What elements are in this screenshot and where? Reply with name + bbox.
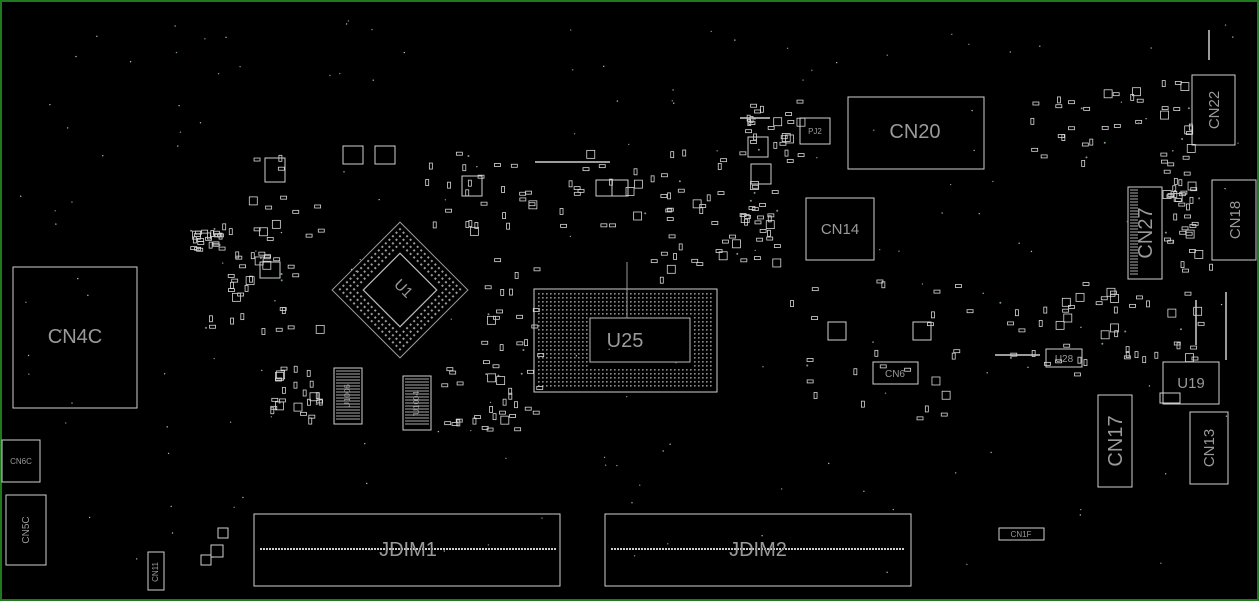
connector-cn6[interactable]: CN6 <box>872 361 919 385</box>
connector-cn13[interactable]: CN13 <box>1189 411 1229 485</box>
u25-label: U25 <box>607 330 644 352</box>
connector-cn22[interactable]: CN22 <box>1191 74 1236 146</box>
cn22-label: CN22 <box>1206 91 1223 129</box>
chip-u28[interactable]: U28 <box>1045 348 1083 368</box>
cn6c-label: CN6C <box>10 457 32 466</box>
cn13-label: CN13 <box>1201 429 1218 467</box>
pj2-label: PJ2 <box>808 127 822 136</box>
cn14-label: CN14 <box>821 221 859 238</box>
connector-cn5c[interactable]: CN5C <box>5 494 47 566</box>
chip-u1006[interactable]: U1006 <box>333 367 363 425</box>
chip-u19[interactable]: U19 <box>1162 361 1220 405</box>
connector-cn6c[interactable]: CN6C <box>1 439 41 483</box>
cn11-label: CN11 <box>151 562 160 582</box>
jdim2-label: JDIM2 <box>729 539 787 561</box>
chip-u25[interactable]: U25 <box>533 262 718 393</box>
cn4c-label: CN4C <box>48 326 102 348</box>
connector-cn18[interactable]: CN18 <box>1211 179 1257 261</box>
u1-ball-grid <box>338 227 462 351</box>
u1-label: U1 <box>390 276 416 302</box>
cn18-label: CN18 <box>1227 201 1244 239</box>
cn27-label: CN27 <box>1135 207 1157 258</box>
u28-label: U28 <box>1055 354 1074 365</box>
dimm-slot-jdim1[interactable]: JDIM1 <box>253 513 561 587</box>
connector-cn11[interactable]: CN11 <box>147 551 165 591</box>
connector-cn4c[interactable]: CN4C <box>12 266 138 409</box>
cn5c-label: CN5C <box>21 516 32 543</box>
jdim1-label: JDIM1 <box>379 539 437 561</box>
connector-cn27[interactable]: CN27 <box>1127 186 1163 280</box>
dimm-slot-jdim2[interactable]: JDIM2 <box>604 513 912 587</box>
small-components <box>19 20 1239 574</box>
u1006-label: U1006 <box>343 384 352 408</box>
connector-cn20[interactable]: CN20 <box>847 96 985 170</box>
u19-label: U19 <box>1177 375 1205 392</box>
cn1f-label: CN1F <box>1011 530 1032 539</box>
connector-cn17[interactable]: CN17 <box>1097 394 1133 488</box>
chip-u1[interactable]: U1 <box>331 221 469 359</box>
connector-cn14[interactable]: CN14 <box>805 197 875 261</box>
cn6-label: CN6 <box>885 369 905 380</box>
chip-pj2[interactable]: PJ2 <box>799 117 831 145</box>
cn17-label: CN17 <box>1105 415 1127 466</box>
chip-u1004[interactable]: U1004 <box>402 375 432 431</box>
u1004-label: U1004 <box>412 391 421 415</box>
connector-cn1f[interactable]: CN1F <box>998 527 1045 541</box>
cn20-label: CN20 <box>889 121 940 143</box>
